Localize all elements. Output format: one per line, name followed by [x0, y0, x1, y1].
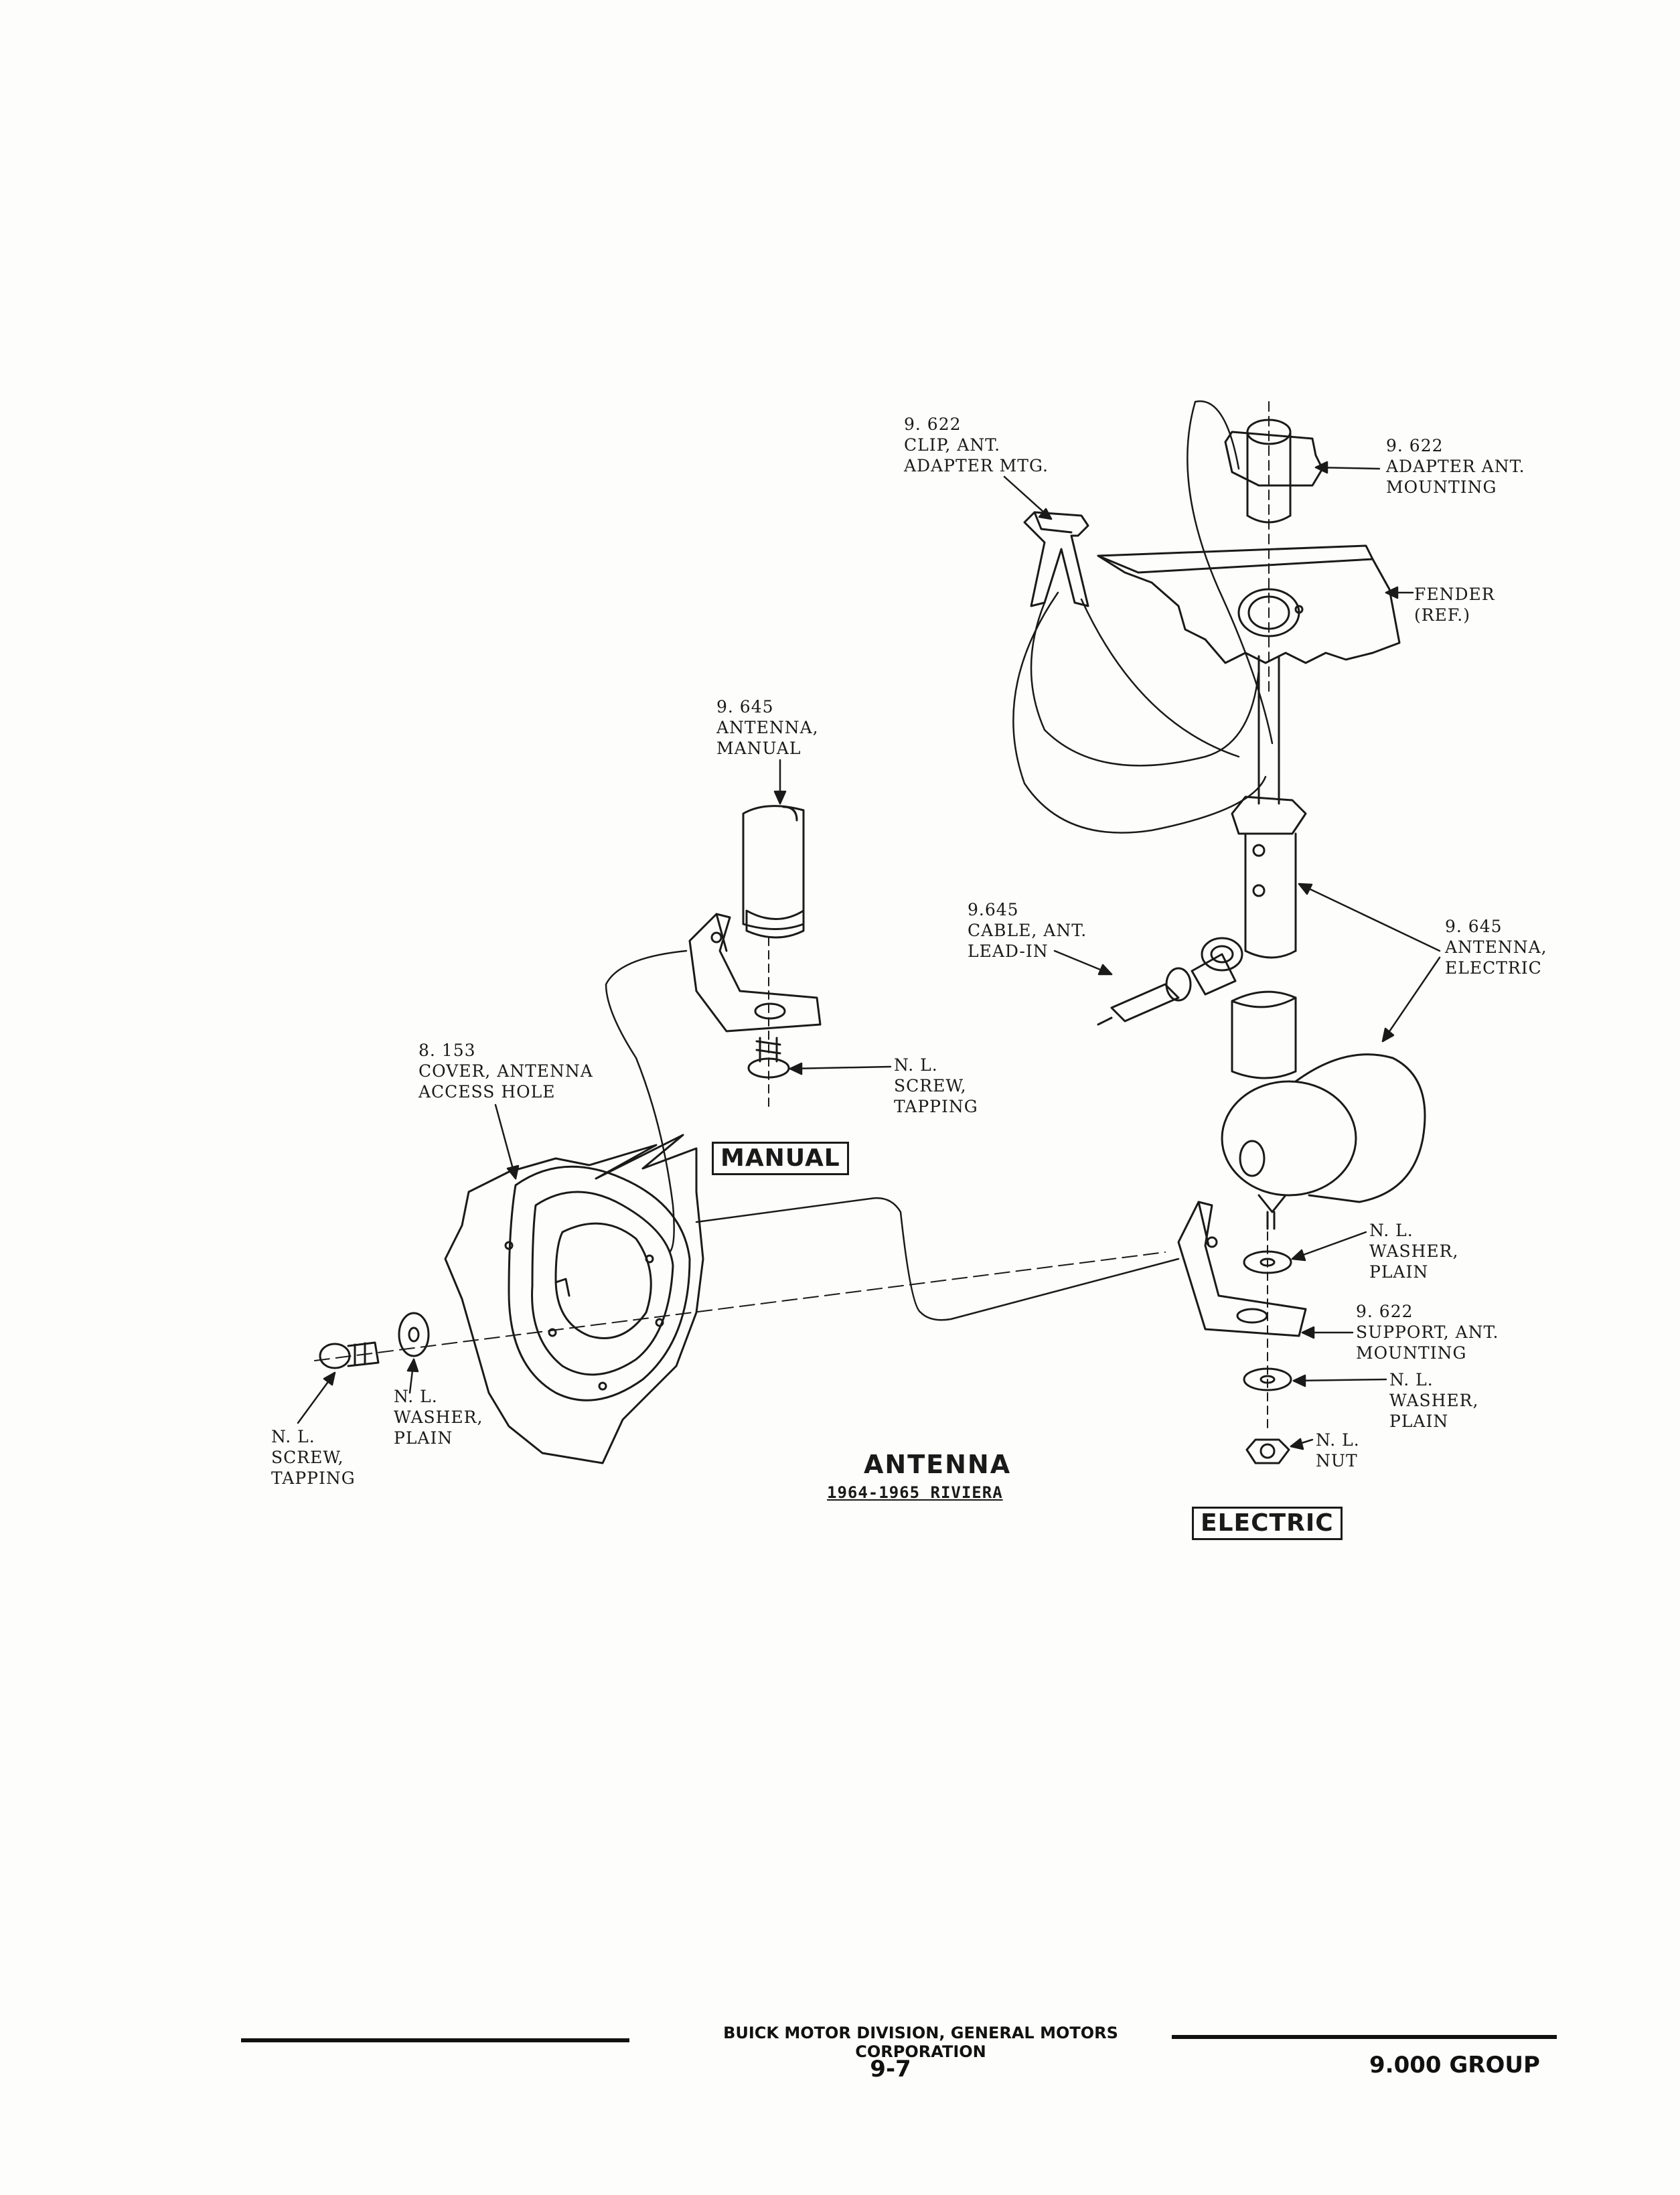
- callout-line: 9.645: [968, 900, 1019, 919]
- callout-adapter-mounting: 9. 622 ADAPTER ANT. MOUNTING: [1386, 435, 1525, 498]
- callout-cable-lead-in: 9.645 CABLE, ANT. LEAD-IN: [968, 899, 1087, 962]
- callout-line: PLAIN: [394, 1428, 453, 1448]
- footer-group: 9.000 GROUP: [1369, 2052, 1540, 2078]
- callout-nut: N. L. NUT: [1316, 1430, 1360, 1471]
- footer-rule-right: [1172, 2035, 1557, 2039]
- antenna-mast-part: [1231, 655, 1307, 959]
- cable-route-line: [605, 950, 1180, 1321]
- callout-line: ANTENNA,: [1445, 937, 1547, 957]
- callout-line: 8. 153: [418, 1041, 476, 1060]
- cable-lead-in-part: [1097, 937, 1243, 1026]
- access-hole-cover-part: [444, 1134, 704, 1464]
- left-screw-part: [319, 1341, 380, 1369]
- callout-line: MOUNTING: [1356, 1343, 1467, 1363]
- callout-line: 9. 622: [1356, 1302, 1414, 1321]
- callout-antenna-electric: 9. 645 ANTENNA, ELECTRIC: [1445, 916, 1547, 978]
- callout-line: N. L.: [894, 1055, 938, 1075]
- callout-manual-screw: N. L. SCREW, TAPPING: [894, 1055, 978, 1117]
- callout-washer-left: N. L. WASHER, PLAIN: [394, 1386, 483, 1448]
- callout-line: (REF.): [1414, 605, 1470, 625]
- callout-line: WASHER,: [1369, 1241, 1459, 1261]
- callout-line: ADAPTER MTG.: [904, 456, 1049, 475]
- callout-line: ADAPTER ANT.: [1386, 457, 1525, 476]
- callout-line: SCREW,: [894, 1076, 967, 1095]
- callout-line: PLAIN: [1369, 1262, 1429, 1282]
- callout-line: TAPPING: [894, 1097, 978, 1116]
- callout-washer-electric-upper: N. L. WASHER, PLAIN: [1369, 1220, 1458, 1282]
- callout-line: MANUAL: [716, 739, 801, 758]
- footer-page-number: 9-7: [870, 2056, 911, 2083]
- clip-adapter-part: [1023, 511, 1089, 607]
- callout-leaders: [297, 461, 1441, 1450]
- manual-label: MANUAL: [712, 1142, 849, 1175]
- electric-antenna-assembly: [1012, 400, 1426, 1464]
- fender-part: [1097, 544, 1401, 664]
- callout-washer-electric-lower: N. L. WASHER, PLAIN: [1389, 1369, 1478, 1432]
- callout-line: 9. 645: [1445, 917, 1503, 936]
- callout-cover-access-hole: 8. 153 COVER, ANTENNA ACCESS HOLE: [418, 1040, 593, 1102]
- manual-antenna-mast-part: [742, 805, 805, 939]
- callout-screw-left: N. L. SCREW, TAPPING: [271, 1426, 356, 1489]
- callout-fender: FENDER (REF.): [1414, 584, 1495, 625]
- callout-line: SCREW,: [271, 1448, 344, 1467]
- diagram-subtitle: 1964-1965 RIVIERA: [827, 1483, 1003, 1502]
- callout-line: 9. 622: [1386, 436, 1444, 455]
- callout-line: SUPPORT, ANT.: [1356, 1322, 1499, 1342]
- callout-line: PLAIN: [1389, 1412, 1449, 1431]
- callout-support-mounting: 9. 622 SUPPORT, ANT. MOUNTING: [1356, 1301, 1499, 1363]
- diagram-title: ANTENNA: [864, 1450, 1012, 1479]
- callout-line: N. L.: [1316, 1430, 1360, 1450]
- callout-line: WASHER,: [394, 1408, 483, 1427]
- manual-bracket-part: [688, 913, 822, 1033]
- callout-line: 9. 622: [904, 414, 962, 434]
- manual-antenna-assembly: [688, 805, 822, 1112]
- callout-line: ELECTRIC: [1445, 958, 1542, 978]
- callout-line: 9. 645: [716, 697, 774, 716]
- callout-clip-adapter: 9. 622 CLIP, ANT. ADAPTER MTG.: [904, 414, 1049, 476]
- callout-line: N. L.: [1389, 1370, 1434, 1389]
- callout-line: N. L.: [394, 1387, 438, 1406]
- electric-label: ELECTRIC: [1192, 1507, 1343, 1540]
- left-washer-part: [398, 1312, 430, 1357]
- callout-line: LEAD-IN: [968, 941, 1049, 961]
- callout-antenna-manual: 9. 645 ANTENNA, MANUAL: [716, 696, 819, 759]
- callout-line: N. L.: [271, 1427, 315, 1446]
- footer-rule-left: [241, 2038, 629, 2042]
- callout-line: CABLE, ANT.: [968, 921, 1087, 940]
- callout-line: WASHER,: [1389, 1391, 1479, 1410]
- callout-line: ANTENNA,: [716, 718, 819, 737]
- callout-line: MOUNTING: [1386, 477, 1497, 497]
- callout-line: FENDER: [1414, 585, 1495, 604]
- nut-part: [1245, 1438, 1290, 1464]
- footer-company: BUICK MOTOR DIVISION, GENERAL MOTORS COR…: [723, 2024, 1118, 2061]
- antenna-motor-part: [1221, 990, 1426, 1230]
- callout-line: COVER, ANTENNA: [418, 1061, 593, 1081]
- antenna-lead-wires: [1012, 400, 1274, 834]
- callout-line: ACCESS HOLE: [418, 1082, 556, 1102]
- callout-line: N. L.: [1369, 1221, 1414, 1240]
- callout-line: TAPPING: [271, 1468, 356, 1488]
- callout-line: NUT: [1316, 1451, 1358, 1470]
- callout-line: CLIP, ANT.: [904, 435, 1001, 455]
- adapter-mounting-part: [1224, 419, 1324, 524]
